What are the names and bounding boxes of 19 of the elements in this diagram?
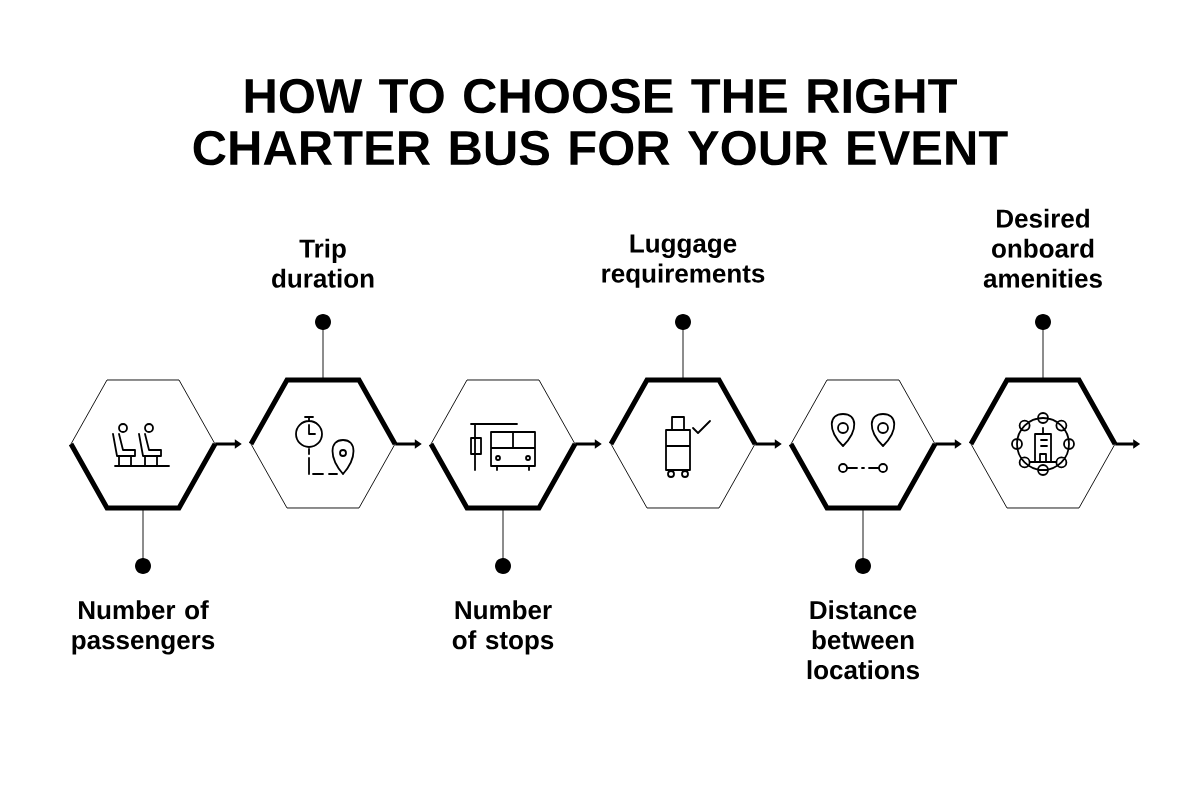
- title: HOW TO CHOOSE THE RIGHT CHARTER BUS FOR YOUR EVENT: [193, 78, 1008, 166]
- leader-line: [675, 314, 691, 381]
- leader-line: [315, 314, 331, 381]
- step-label: Trip duration: [272, 238, 374, 288]
- hexagon: [248, 377, 398, 509]
- hexagon: [608, 377, 758, 509]
- step-label: Distance between locations: [807, 600, 919, 680]
- leader-line: [855, 507, 871, 574]
- step-label: Number of passengers: [72, 600, 215, 655]
- step-label: Desired onboard amenities: [983, 208, 1102, 288]
- hexagon: [968, 377, 1118, 509]
- hexagon: [68, 379, 218, 511]
- hexagon: [788, 379, 938, 511]
- step-label: Number of stops: [452, 600, 554, 655]
- leader-line: [1035, 314, 1051, 381]
- step-label: Luggage requirements: [602, 234, 765, 288]
- leader-line: [495, 507, 511, 574]
- hexagon: [428, 379, 578, 511]
- leader-line: [135, 507, 151, 574]
